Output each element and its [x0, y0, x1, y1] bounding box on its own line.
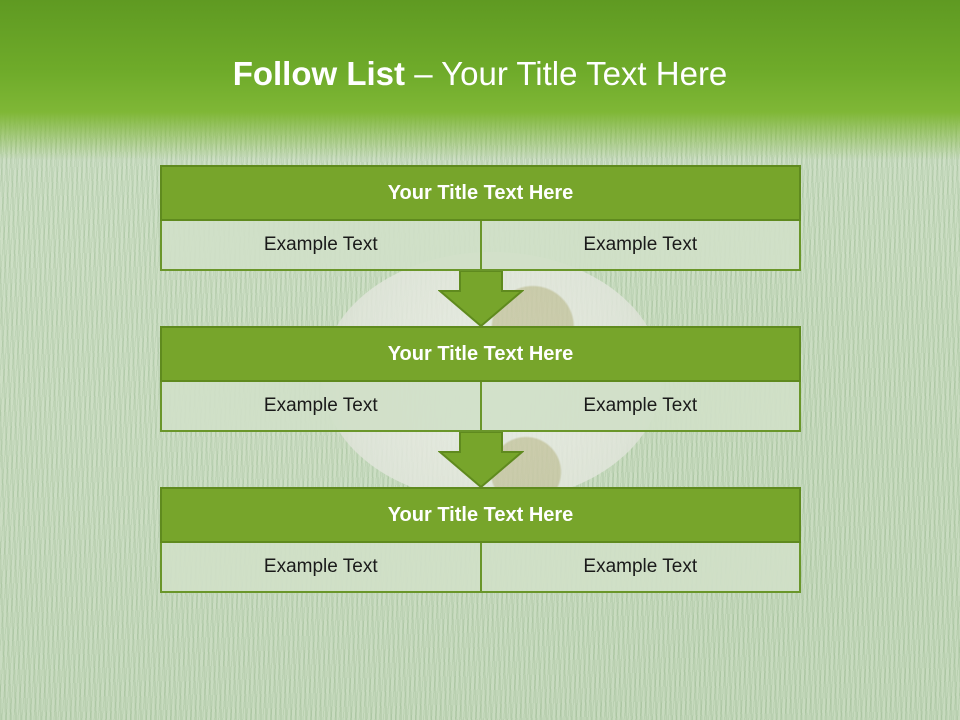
step-block-2: Your Title Text Here Example Text Exampl…	[160, 326, 801, 432]
step-title-3: Your Title Text Here	[160, 487, 801, 543]
step-1-right-text: Example Text	[481, 221, 801, 271]
step-3-right-text: Example Text	[481, 543, 801, 593]
step-3-left-text: Example Text	[160, 543, 482, 593]
slide-title-rest: – Your Title Text Here	[414, 55, 728, 92]
slide-title: Follow List – Your Title Text Here	[0, 52, 960, 96]
step-row-1: Example Text Example Text	[160, 221, 801, 271]
step-title-2: Your Title Text Here	[160, 326, 801, 382]
step-row-2: Example Text Example Text	[160, 382, 801, 432]
slide-title-bold: Follow List	[232, 55, 406, 92]
step-2-left-text: Example Text	[160, 382, 482, 432]
down-arrow-icon	[438, 271, 524, 327]
step-2-right-text: Example Text	[481, 382, 801, 432]
step-block-1: Your Title Text Here Example Text Exampl…	[160, 165, 801, 271]
down-arrow-icon	[438, 432, 524, 488]
header-band	[0, 0, 960, 160]
step-row-3: Example Text Example Text	[160, 543, 801, 593]
step-block-3: Your Title Text Here Example Text Exampl…	[160, 487, 801, 593]
step-1-left-text: Example Text	[160, 221, 482, 271]
step-title-1: Your Title Text Here	[160, 165, 801, 221]
